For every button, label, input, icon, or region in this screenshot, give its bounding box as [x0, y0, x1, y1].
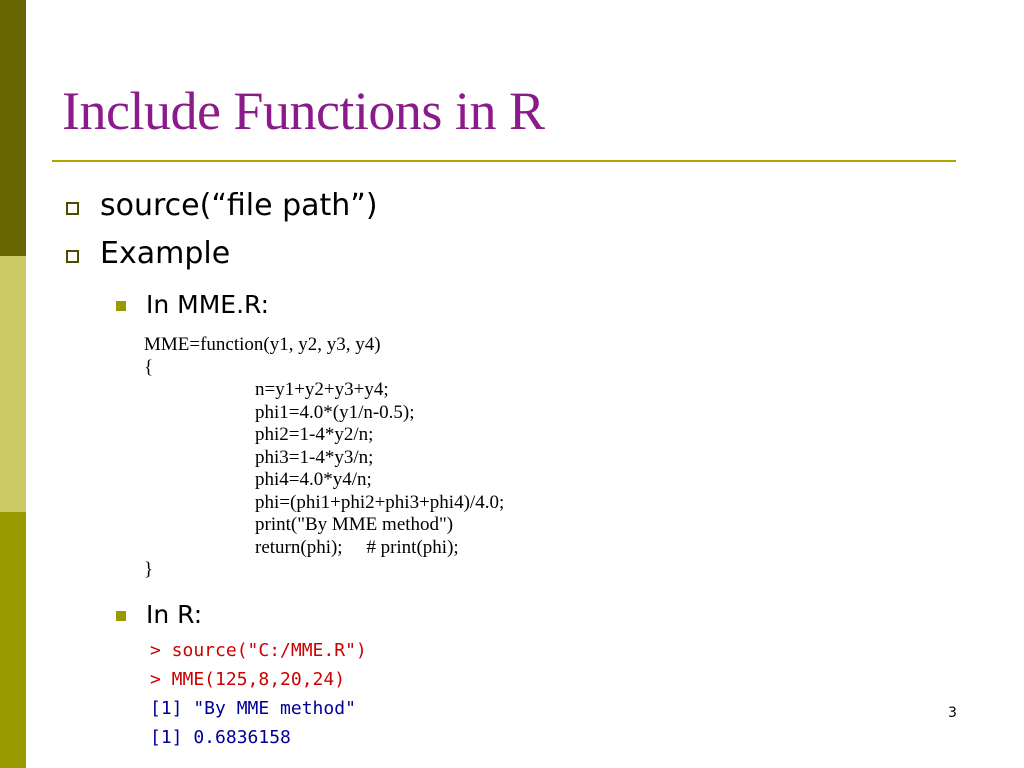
filled-square-bullet-icon	[116, 611, 126, 621]
sub-bullet-item-in-r: In R:	[116, 600, 916, 634]
bullet-item-source: source(“file path”)	[62, 188, 962, 228]
sidebar-segment-bottom	[0, 512, 26, 768]
code-line: MME=function(y1, y2, y3, y4)	[144, 334, 381, 355]
bullet-text: source(“file path”)	[100, 188, 378, 223]
code-line: phi1=4.0*(y1/n-0.5);	[255, 401, 415, 423]
r-console-output: > source("C:/MME.R") > MME(125,8,20,24) …	[150, 636, 570, 752]
code-line: n=y1+y2+y3+y4;	[255, 379, 389, 400]
code-line: phi=(phi1+phi2+phi3+phi4)/4.0;	[255, 491, 505, 513]
console-output-line: [1] 0.6836158	[150, 727, 291, 748]
code-line: {	[144, 356, 154, 378]
code-line: phi3=1-4*y3/n;	[255, 446, 374, 468]
code-line: return(phi); # print(phi);	[255, 536, 459, 558]
sub-bullet-text: In MME.R:	[146, 290, 270, 319]
decorative-sidebar	[0, 0, 26, 768]
bullet-item-example: Example	[62, 236, 962, 276]
slide-number: 3	[948, 705, 957, 721]
filled-square-bullet-icon	[116, 301, 126, 311]
slide-title: Include Functions in R	[62, 81, 545, 141]
hollow-square-bullet-icon	[66, 202, 79, 215]
sidebar-segment-middle	[0, 256, 26, 512]
code-listing: MME=function(y1, y2, y3, y4) { n=y1+y2+y…	[144, 334, 584, 584]
console-output-line: [1] "By MME method"	[150, 698, 356, 719]
sidebar-segment-top	[0, 0, 26, 256]
sub-bullet-text: In R:	[146, 600, 203, 629]
bullet-text: Example	[100, 236, 231, 271]
sub-bullet-item-mme-file: In MME.R:	[116, 290, 916, 324]
code-line: }	[144, 559, 154, 580]
console-input-line: > MME(125,8,20,24)	[150, 669, 346, 690]
code-line: phi4=4.0*y4/n;	[255, 469, 372, 490]
hollow-square-bullet-icon	[66, 250, 79, 263]
code-line: phi2=1-4*y2/n;	[255, 424, 374, 445]
title-divider	[52, 160, 956, 162]
console-input-line: > source("C:/MME.R")	[150, 640, 367, 661]
code-line: print("By MME method")	[255, 514, 454, 535]
